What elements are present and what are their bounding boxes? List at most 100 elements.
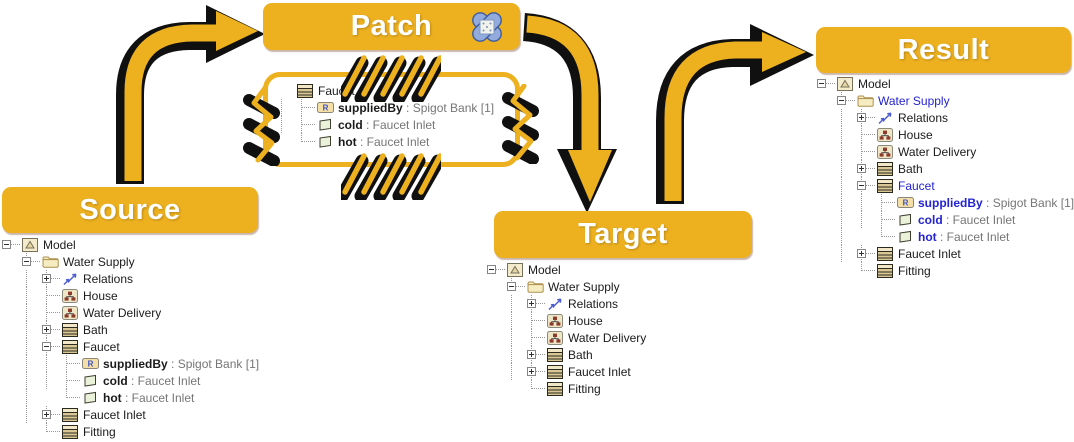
tree-item-label[interactable]: House [898, 127, 933, 142]
tree-row[interactable]: Fitting [487, 380, 646, 397]
tree-item-label[interactable]: Fitting [83, 424, 116, 439]
tree-row[interactable]: cold : Faucet Inlet [277, 116, 515, 133]
tree-item-label[interactable]: Faucet Inlet [568, 364, 631, 379]
tree-row[interactable]: Water Delivery [817, 143, 1074, 160]
tree-row[interactable]: Water Supply [817, 92, 1074, 109]
tree-row[interactable]: House [2, 287, 259, 304]
tree-item-label[interactable]: Faucet Inlet [83, 407, 146, 422]
tree-elbow [42, 423, 62, 440]
tree-item-label[interactable]: Bath [898, 161, 923, 176]
tree-item-label[interactable]: Water Delivery [898, 144, 977, 159]
tree-row[interactable]: Relations [817, 109, 1074, 126]
collapse-toggle[interactable] [857, 177, 877, 194]
port-icon [897, 229, 915, 244]
tree-row[interactable]: Model [2, 236, 259, 253]
folder-icon [857, 93, 875, 108]
tree-guide [837, 211, 857, 228]
class-icon [62, 322, 80, 337]
tree-item-label[interactable]: Faucet [898, 178, 935, 193]
collapse-toggle[interactable] [837, 92, 857, 109]
expand-toggle[interactable] [42, 270, 62, 287]
expand-toggle[interactable] [857, 245, 877, 262]
expand-toggle[interactable] [42, 406, 62, 423]
tree-row[interactable]: Relations [2, 270, 259, 287]
collapse-toggle[interactable] [507, 278, 527, 295]
tree-row[interactable]: Fitting [817, 262, 1074, 279]
tree-item-label[interactable]: Model [528, 262, 561, 277]
tree-item-label[interactable]: Relations [83, 271, 134, 286]
tree-item-label[interactable]: Faucet Inlet [898, 246, 961, 261]
expand-toggle[interactable] [42, 321, 62, 338]
patch-banner-label: Patch [350, 10, 433, 42]
tree-row[interactable]: Faucet Inlet [487, 363, 646, 380]
tree-row[interactable]: Fitting [2, 423, 259, 440]
tree-row[interactable]: Bath [2, 321, 259, 338]
tree-item-label[interactable]: suppliedBy [103, 356, 168, 371]
tree-item-label[interactable]: Relations [568, 296, 619, 311]
tree-row[interactable]: cold : Faucet Inlet [817, 211, 1074, 228]
tree-item-type: : Spigot Bank [1] [167, 356, 260, 371]
tree-item-label[interactable]: Model [858, 76, 891, 91]
patch-banner: Patch [263, 3, 520, 50]
tree-item-label[interactable]: Water Supply [63, 254, 135, 269]
tree-item-label[interactable]: Bath [83, 322, 108, 337]
tree-row[interactable]: House [817, 126, 1074, 143]
collapse-toggle[interactable] [817, 75, 837, 92]
tree-row[interactable]: Water Supply [487, 278, 646, 295]
tree-guide [487, 278, 507, 295]
expand-toggle[interactable] [527, 363, 547, 380]
tree-item-label[interactable]: Bath [568, 347, 593, 362]
tree-item-label[interactable]: cold [918, 212, 943, 227]
tree-item-label[interactable]: Water Delivery [83, 305, 162, 320]
tree-row[interactable]: House [487, 312, 646, 329]
collapse-toggle[interactable] [2, 236, 22, 253]
expand-toggle[interactable] [857, 160, 877, 177]
tree-row[interactable]: hot : Faucet Inlet [277, 133, 515, 150]
tree-row[interactable]: Model [817, 75, 1074, 92]
tree-item-label[interactable]: hot [918, 229, 937, 244]
tree-item-label[interactable]: House [83, 288, 118, 303]
tree-item-label[interactable]: hot [338, 134, 357, 149]
tree-item-label[interactable]: suppliedBy [918, 195, 983, 210]
tree-item-label[interactable]: cold [103, 373, 128, 388]
tree-row[interactable]: Faucet [817, 177, 1074, 194]
tree-item-label[interactable]: Water Supply [548, 279, 620, 294]
tree-row[interactable]: Water Supply [2, 253, 259, 270]
collapse-toggle[interactable] [487, 261, 507, 278]
tree-row[interactable]: hot : Faucet Inlet [817, 228, 1074, 245]
tree-item-label[interactable]: House [568, 313, 603, 328]
tree-item-label[interactable]: Relations [898, 110, 949, 125]
tree-row[interactable]: Bath [817, 160, 1074, 177]
tree-item-label[interactable]: Fitting [898, 263, 931, 278]
tree-row[interactable]: cold : Faucet Inlet [2, 372, 259, 389]
tree-item-label[interactable]: suppliedBy [338, 100, 403, 115]
tree-item-label[interactable]: Fitting [568, 381, 601, 396]
tree-item-label[interactable]: cold [338, 117, 363, 132]
expand-toggle[interactable] [527, 346, 547, 363]
tree-elbow [297, 116, 317, 133]
expand-toggle[interactable] [857, 109, 877, 126]
tree-item-label[interactable]: Model [43, 237, 76, 252]
tree-row[interactable]: Water Delivery [2, 304, 259, 321]
expand-toggle[interactable] [527, 295, 547, 312]
tree-item-label[interactable]: Water Delivery [568, 330, 647, 345]
tree-item-label[interactable]: Faucet [83, 339, 120, 354]
collapse-toggle[interactable] [22, 253, 42, 270]
tree-row[interactable]: Model [487, 261, 646, 278]
tree-row[interactable]: Water Delivery [487, 329, 646, 346]
tree-row[interactable]: Faucet Inlet [817, 245, 1074, 262]
tree-row[interactable]: hot : Faucet Inlet [2, 389, 259, 406]
tree-row[interactable]: Faucet Inlet [2, 406, 259, 423]
tree-row[interactable]: Relations [487, 295, 646, 312]
tree-item-label[interactable]: hot [103, 390, 122, 405]
tree-row[interactable]: Faucet [2, 338, 259, 355]
tree-item-label[interactable]: Water Supply [878, 93, 950, 108]
tree-row[interactable]: Bath [487, 346, 646, 363]
collapse-toggle[interactable] [42, 338, 62, 355]
